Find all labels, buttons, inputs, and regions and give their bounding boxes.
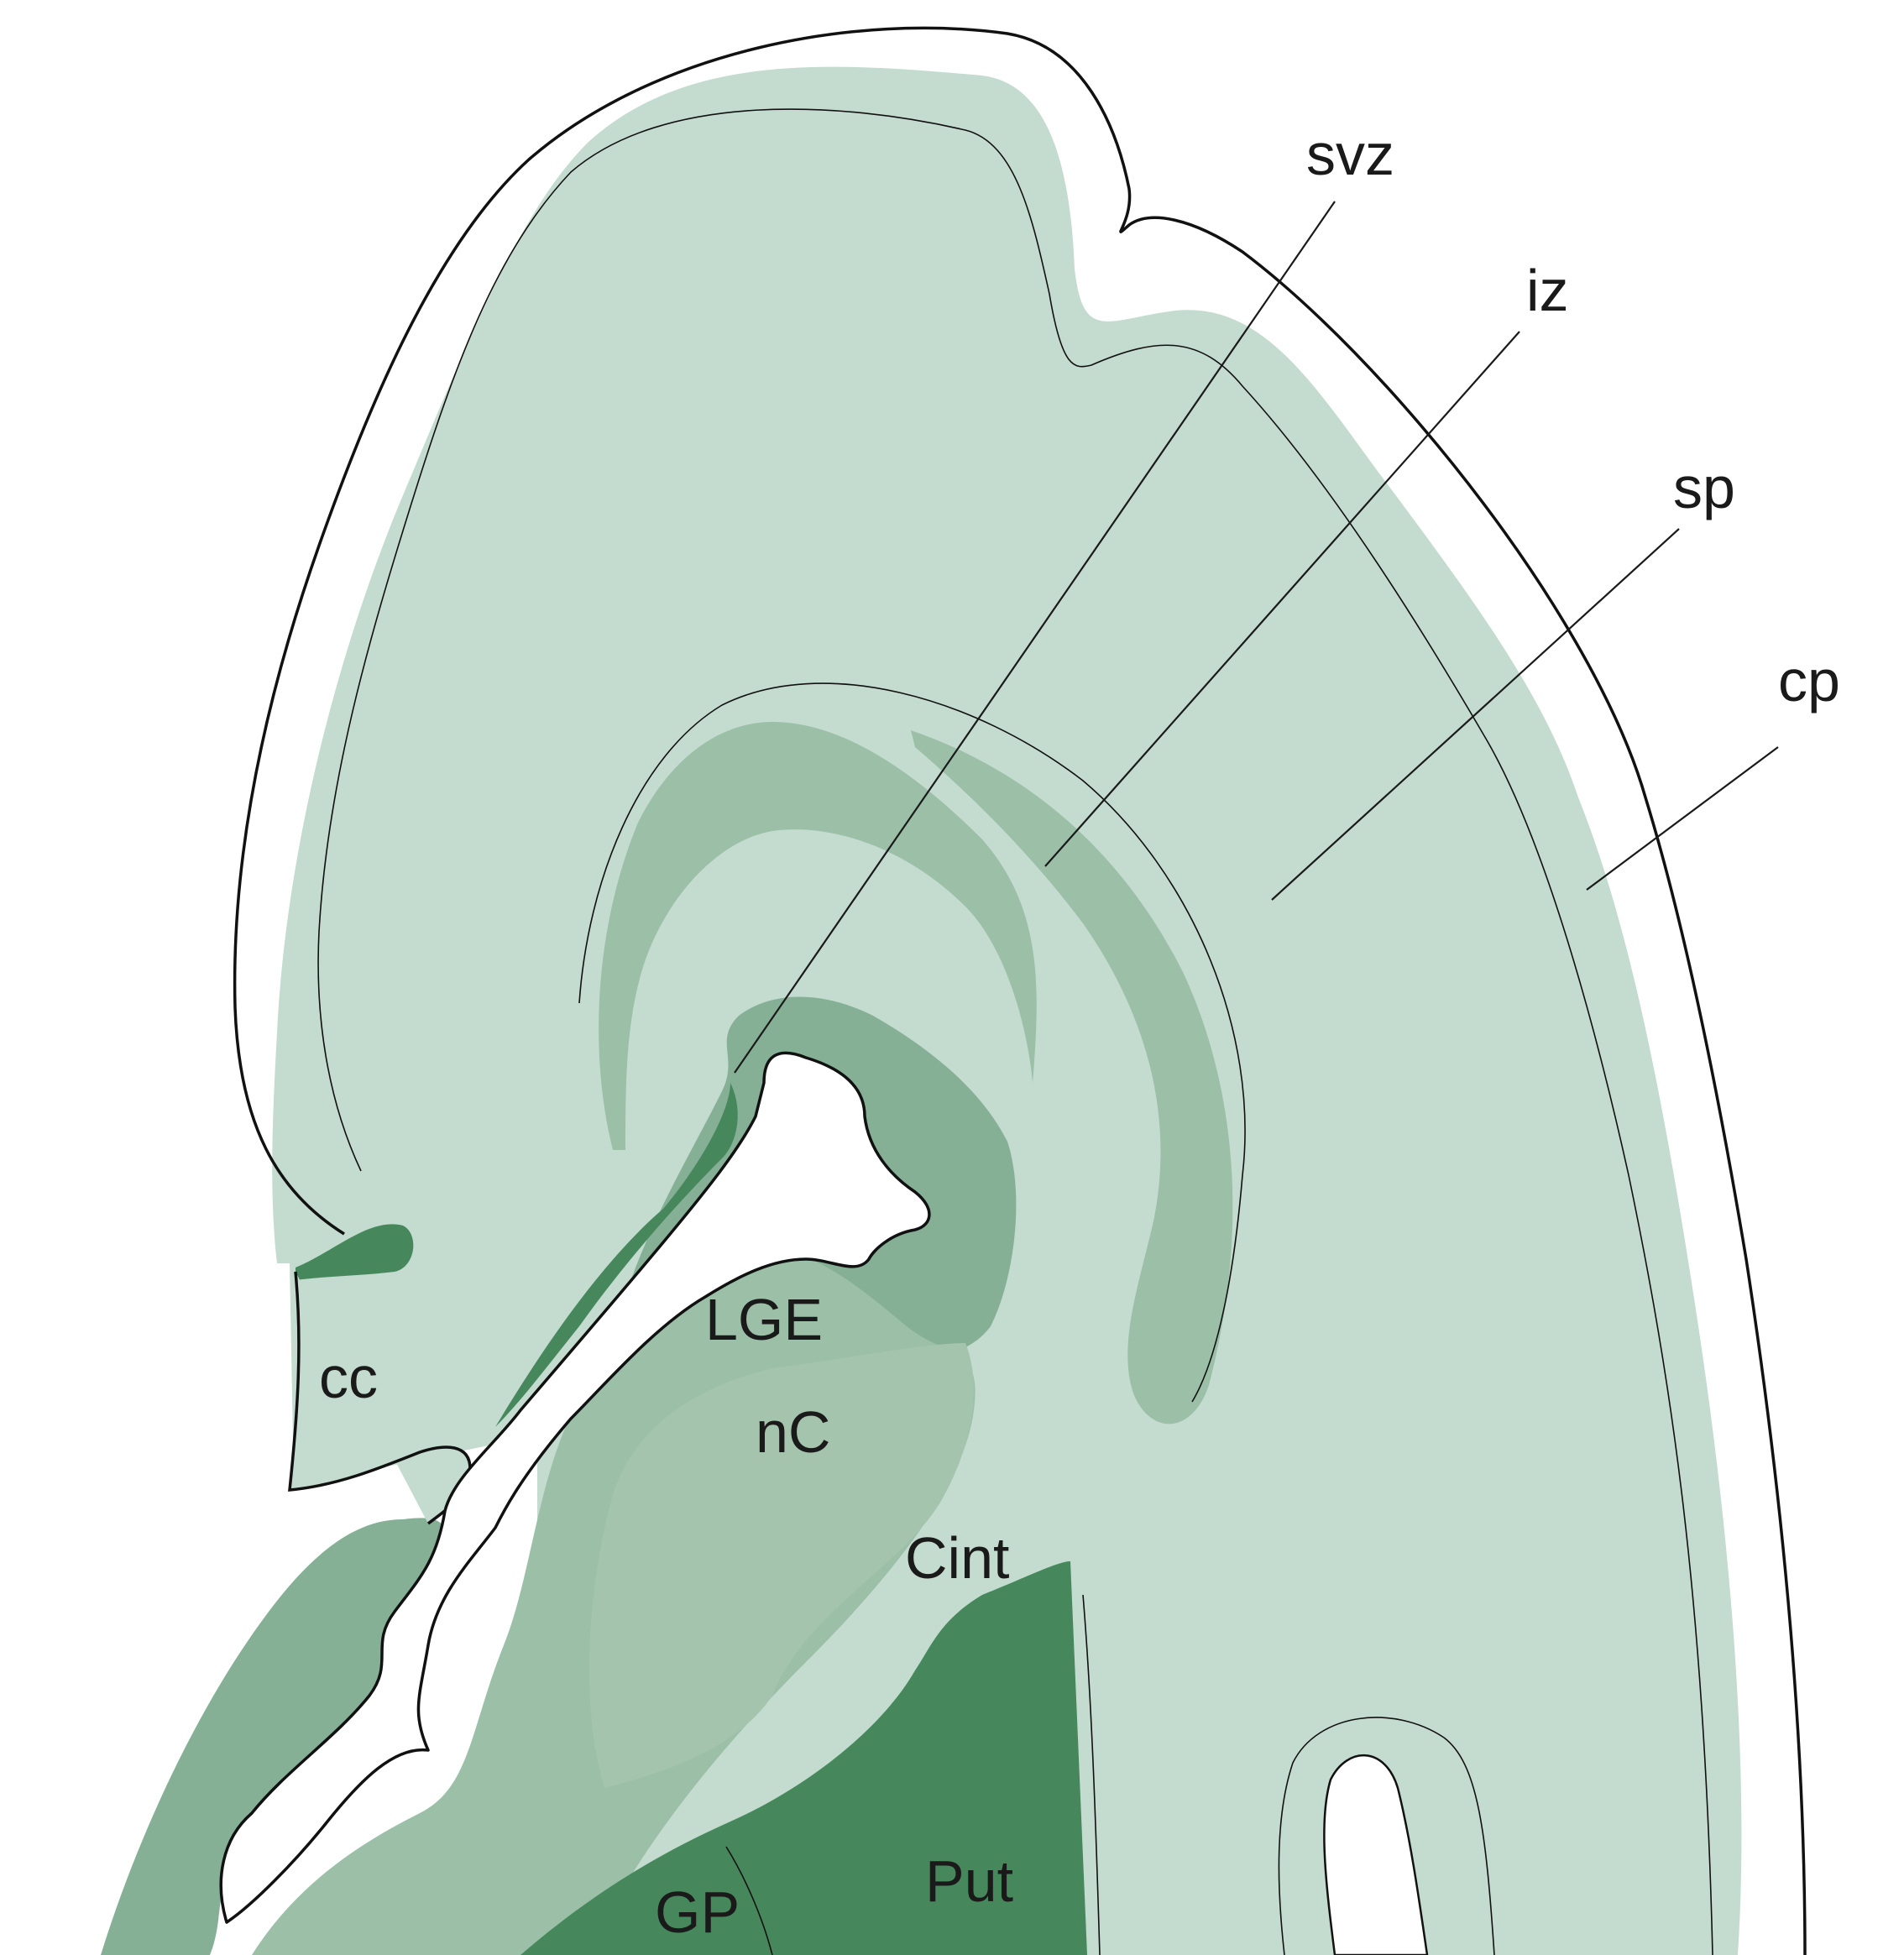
pial-surface-outline — [233, 26, 1807, 1955]
label-cint: Cint — [905, 1525, 1009, 1591]
ventral-lobe-left — [101, 1518, 445, 1955]
lateral-ventricle — [219, 1051, 931, 1924]
label-cp: cp — [1778, 648, 1840, 714]
label-sp: sp — [1673, 455, 1735, 520]
gp-boundary — [725, 1846, 773, 1955]
temporal-horn — [1323, 1754, 1429, 1955]
putamen — [520, 1561, 1087, 1955]
cortex-dark-tip — [296, 1224, 414, 1280]
label-put: Put — [925, 1848, 1013, 1914]
cp-leader-line — [1586, 746, 1779, 891]
label-gp: GP — [655, 1879, 740, 1945]
ventricular-zone-outer-arc — [599, 722, 1037, 1150]
nucleus-caudatus — [588, 1343, 974, 1788]
label-cc: cc — [319, 1345, 378, 1410]
temporal-horn-outer-line — [1278, 1717, 1495, 1955]
label-nc: nC — [756, 1399, 830, 1465]
internal-capsule-line — [1082, 1594, 1101, 1955]
label-iz: iz — [1526, 258, 1569, 323]
ventricular-zone-lateral-arc — [911, 730, 1233, 1424]
ventricle-dark-lining — [495, 1083, 738, 1427]
iz-boundary-line — [578, 682, 1246, 1403]
label-svz: svz — [1306, 122, 1394, 187]
sp-leader-line — [1271, 528, 1680, 901]
label-lge: LGE — [705, 1287, 823, 1352]
iz-leader-line — [1044, 331, 1520, 867]
cortex-inner-line — [317, 108, 1713, 1955]
svz-leader-line — [734, 201, 1336, 1074]
